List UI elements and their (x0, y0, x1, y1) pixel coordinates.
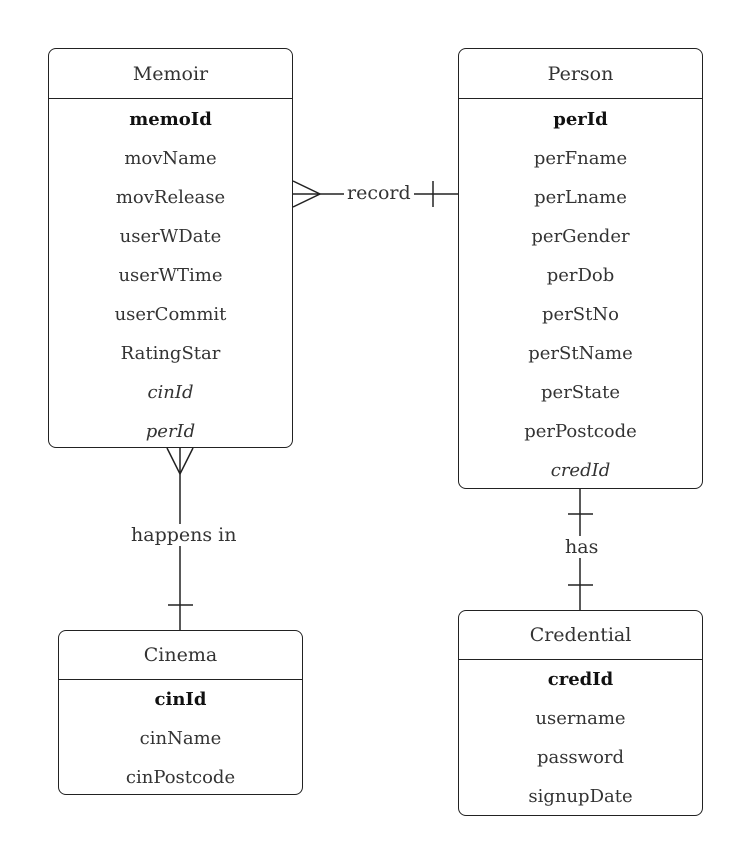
attribute-list: cinId cinName cinPostcode (59, 680, 302, 797)
crowfoot-many-icon (166, 447, 194, 476)
relationship-label-has: has (562, 536, 602, 558)
attribute: userWTime (118, 265, 223, 286)
entity-credential[interactable]: Credential credId username password signupD… (458, 610, 703, 816)
attribute: perLname (534, 187, 627, 208)
foreign-key-attribute: credId (550, 460, 611, 481)
foreign-key-attribute: perId (145, 421, 196, 442)
attribute: userCommit (114, 304, 227, 325)
attribute: perStName (528, 343, 633, 364)
attribute: username (535, 708, 626, 729)
attribute: userWDate (119, 226, 222, 247)
primary-key-attribute: perId (553, 109, 608, 130)
attribute: cinName (139, 728, 222, 749)
entity-title: Cinema (59, 631, 302, 680)
entity-title: Person (459, 49, 702, 99)
attribute: perGender (531, 226, 630, 247)
relationship-label-happens-in: happens in (128, 524, 240, 546)
crowfoot-many-icon (292, 180, 322, 208)
primary-key-attribute: memoId (129, 109, 212, 130)
attribute-list: credId username password signupDate (459, 660, 702, 816)
entity-title: Memoir (49, 49, 292, 99)
primary-key-attribute: cinId (154, 689, 207, 710)
relationship-label-record: record (344, 182, 414, 204)
primary-key-attribute: credId (547, 669, 614, 690)
attribute: password (536, 747, 625, 768)
attribute-list: memoId movName movRelease userWDate userWTim… (49, 99, 292, 451)
attribute: signupDate (528, 786, 633, 807)
foreign-key-attribute: cinId (147, 382, 194, 403)
attribute: RatingStar (120, 343, 221, 364)
attribute: perPostcode (524, 421, 637, 442)
entity-cinema[interactable]: Cinema cinId cinName cinPostcode (58, 630, 303, 795)
attribute: cinPostcode (125, 767, 236, 788)
attribute: perDob (546, 265, 615, 286)
entity-memoir[interactable]: Memoir memoId movName movRelease userWDate u… (48, 48, 293, 448)
entity-title: Credential (459, 611, 702, 660)
attribute: movRelease (115, 187, 226, 208)
attribute: movName (124, 148, 217, 169)
attribute: perStNo (542, 304, 619, 325)
attribute: perFname (533, 148, 628, 169)
attribute: perState (541, 382, 620, 403)
attribute-list: perId perFname perLname perGender perDob perS… (459, 99, 702, 490)
